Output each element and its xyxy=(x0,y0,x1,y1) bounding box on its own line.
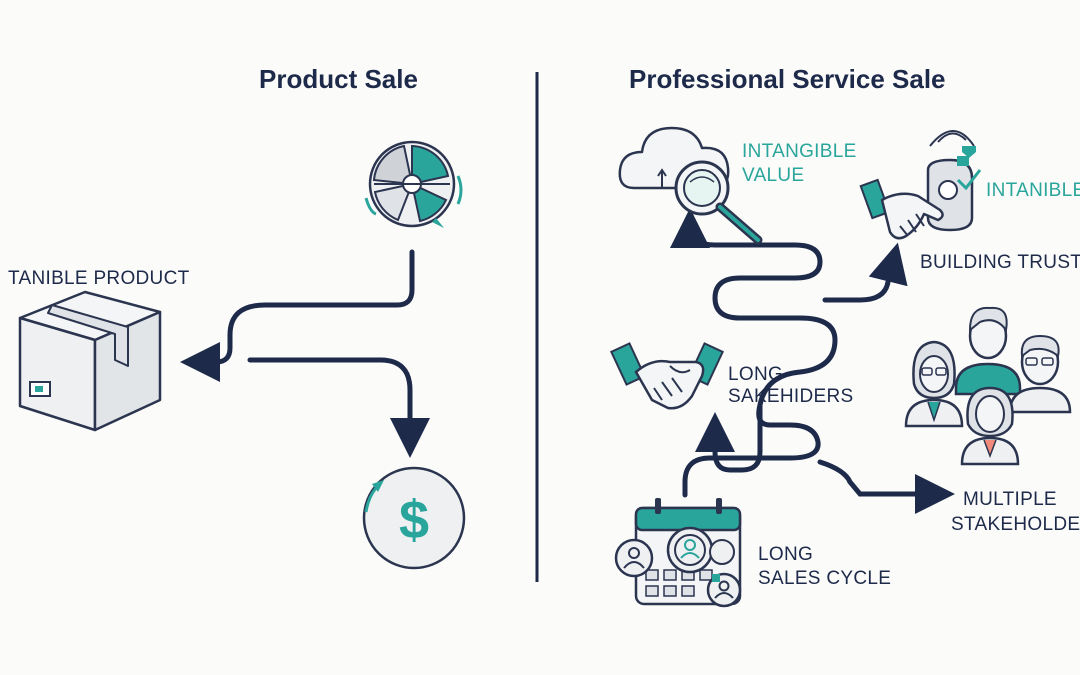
intangible-value-label-1: INTANGIBLE xyxy=(742,141,857,162)
multiple-stakeholders-label-2: STAKEHOLDERS xyxy=(951,514,1080,535)
long-sales-cycle-label-1: LONG xyxy=(758,544,814,565)
flow-arrow-to-handshake xyxy=(695,402,763,473)
service-sale-heading: Professional Service Sale xyxy=(629,64,946,94)
tangible-product-label: TANIBLE PRODUCT xyxy=(8,268,190,289)
intangible-value-label-2: VALUE xyxy=(742,165,805,186)
flow-arrow-to-product xyxy=(180,249,415,382)
svg-text:$: $ xyxy=(399,490,429,550)
building-trust-label: BUILDING TRUST xyxy=(920,252,1080,273)
long-sakehiders-label-1: LONG xyxy=(728,364,784,385)
long-sakehiders-label-2: SAKEHIDERS xyxy=(728,386,854,407)
flow-arrow-to-trust xyxy=(822,242,908,303)
product-sale-heading: Product Sale xyxy=(259,64,418,94)
intangible-trust-label: INTANIBLE xyxy=(986,180,1080,201)
multiple-stakeholders-label-1: MULTIPLE xyxy=(963,489,1057,510)
flow-path-winding xyxy=(670,208,838,498)
long-sales-cycle-label-2: SALES CYCLE xyxy=(758,568,892,589)
flow-arrow-to-stakeholders xyxy=(817,459,955,514)
flow-arrow-to-payment xyxy=(247,357,430,458)
